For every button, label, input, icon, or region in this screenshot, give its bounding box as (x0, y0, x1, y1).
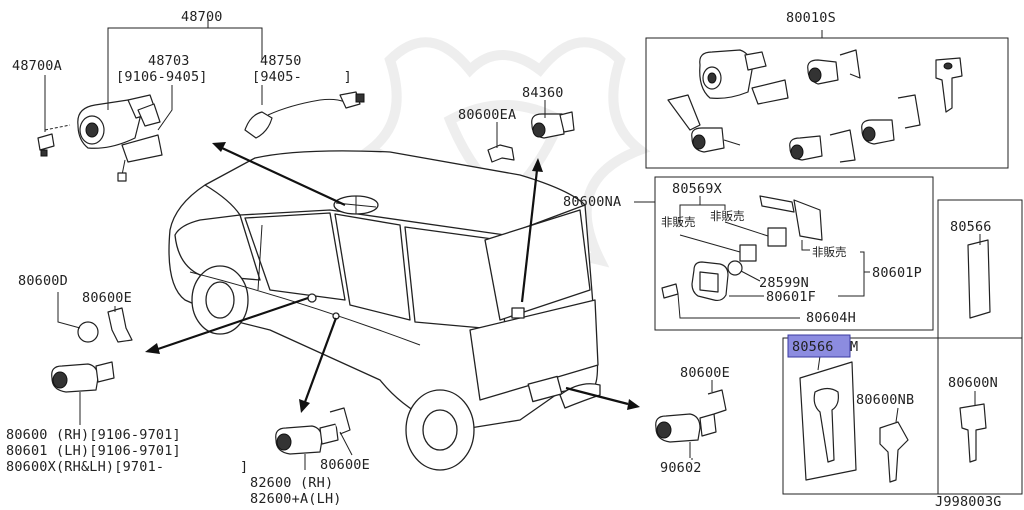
label-80600X-end: ] (240, 459, 248, 475)
label-48750: 48750 (260, 53, 302, 69)
lock-set-80010S (667, 49, 963, 163)
label-84360: 84360 (522, 85, 564, 101)
highlight-80566M (787, 334, 851, 358)
label-48750-range: [9405- ] (252, 69, 352, 85)
key-holder-80566M (799, 361, 857, 481)
label-48700A: 48700A (12, 58, 62, 74)
key-80600N (959, 403, 987, 463)
label-80601-lh: 80601 (LH)[9106-9701] (6, 443, 181, 459)
ignition-switch-48703 (44, 94, 163, 182)
key-card-80566 (967, 239, 991, 319)
label-diagram-code: J998003G (935, 494, 1002, 510)
label-90602: 90602 (660, 460, 702, 476)
label-80604H: 80604H (806, 310, 856, 326)
key-80600NB (879, 421, 909, 483)
label-82600-lh: 82600+A(LH) (250, 491, 342, 507)
label-48703: 48703 (148, 53, 190, 69)
door-lock-82600 (275, 407, 351, 470)
label-80569X: 80569X (672, 181, 722, 197)
minivan-illustration (168, 150, 601, 471)
label-80566M-suffix: M (850, 339, 858, 355)
label-80601P: 80601P (872, 265, 922, 281)
label-28599N: 28599N (759, 275, 809, 291)
part-labels: 48700 48700A 48703 [9106-9405] 48750 [94… (6, 9, 1002, 510)
box-key-section (782, 337, 1023, 495)
box-80601P (654, 176, 934, 331)
label-48700: 48700 (181, 9, 223, 25)
back-door-lock-90602 (655, 389, 727, 458)
leader-lines (44, 20, 981, 460)
label-80600E-right: 80600E (680, 365, 730, 381)
label-80600EA: 80600EA (458, 107, 516, 123)
label-48703-range: [9106-9405] (116, 69, 208, 85)
label-hihanbai-1: 非販売 (661, 215, 696, 229)
label-80600-rh: 80600 (RH)[9106-9701] (6, 427, 181, 443)
label-80566: 80566 (950, 219, 992, 235)
label-80566M-num: 80566 (792, 339, 834, 355)
arrows (145, 142, 640, 413)
label-hihanbai-3: 非販売 (812, 245, 847, 259)
label-hihanbai-2: 非販売 (710, 209, 745, 223)
label-80010S: 80010S (786, 10, 836, 26)
back-door-lock-84360 (487, 111, 575, 163)
key-kit-80601P (661, 195, 823, 302)
label-80600NB: 80600NB (856, 392, 914, 408)
label-80600D: 80600D (18, 273, 68, 289)
label-80600E-mid: 80600E (320, 457, 370, 473)
harness-48750 (244, 91, 365, 139)
screw-48700A (37, 133, 55, 157)
label-82600-rh: 82600 (RH) (250, 475, 333, 491)
label-80601F: 80601F (766, 289, 816, 305)
box-80010S (645, 37, 1009, 169)
label-80600NA: 80600NA (563, 194, 621, 210)
label-80600E-left: 80600E (82, 290, 132, 306)
door-lock-80600 (51, 307, 133, 425)
label-80600X: 80600X(RH&LH)[9701- (6, 459, 164, 475)
label-80600N: 80600N (948, 375, 998, 391)
